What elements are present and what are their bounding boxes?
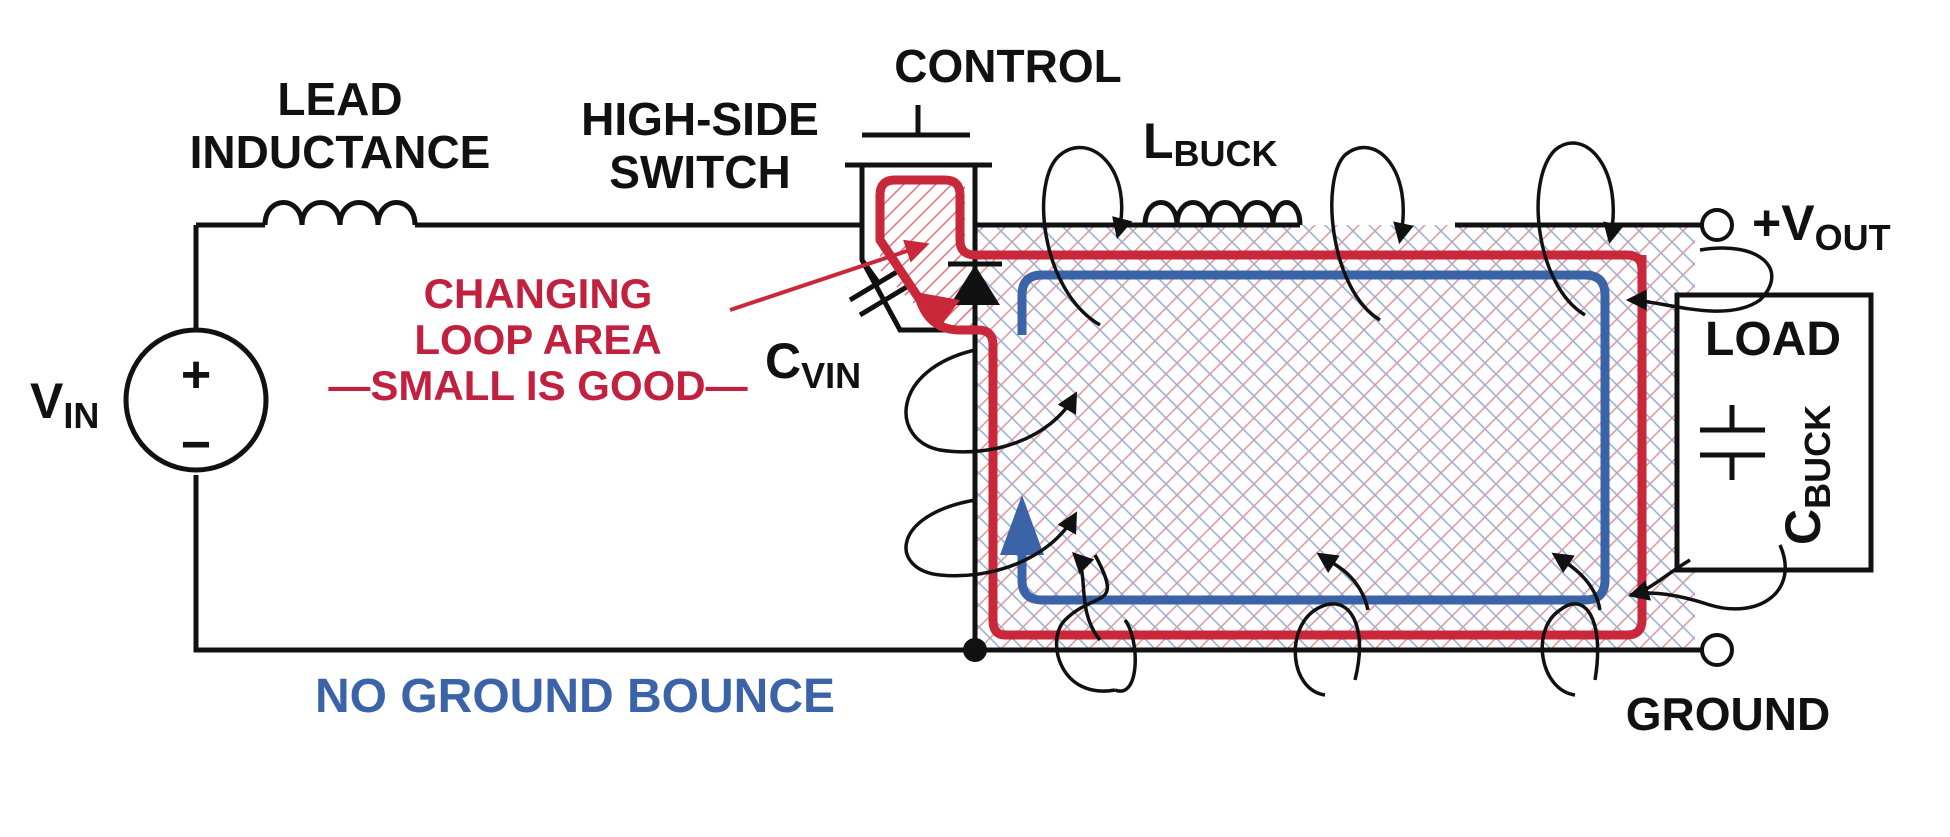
cbuck-label: CBUCK: [1775, 405, 1838, 545]
lead-inductance-label-2: INDUCTANCE: [190, 126, 491, 178]
vin-minus-sign: −: [181, 416, 211, 474]
changing-loop-label-3: —SMALL IS GOOD—: [328, 362, 747, 409]
load-label: LOAD: [1705, 313, 1841, 366]
red-current-loop: [875, 175, 1647, 640]
switch-drain-wire: [859, 165, 975, 333]
lead-inductor-coil: [262, 200, 418, 226]
cvin-label: CVIN: [765, 333, 861, 396]
vin-source-circle: [123, 327, 269, 473]
diode-symbol: [950, 265, 1000, 305]
vout-label: +VOUT: [1752, 195, 1891, 258]
red-loop-arrow: [915, 292, 960, 330]
vout-terminal: [1700, 208, 1734, 242]
lead-inductance-label-1: LEAD: [277, 73, 402, 125]
changing-loop-pointer: [729, 239, 930, 312]
vin-plus-sign: +: [181, 346, 211, 404]
changing-loop-label-2: LOOP AREA: [414, 316, 661, 363]
ground-terminal: [1700, 633, 1734, 667]
control-gate-line: [862, 105, 970, 138]
blue-current-loop: [1017, 270, 1610, 605]
ground-label: GROUND: [1626, 688, 1830, 740]
ground-node: [963, 638, 987, 662]
cbuck-capacitor: [1700, 405, 1765, 480]
lbuck-label: LBUCK: [1143, 113, 1278, 174]
high-side-switch-label-1: HIGH-SIDE: [581, 93, 819, 145]
vin-label: VIN: [30, 373, 99, 436]
control-label: CONTROL: [894, 40, 1121, 92]
flux-loops: [904, 141, 1787, 697]
loop-area-hatch: [975, 225, 1695, 650]
changing-loop-label-1: CHANGING: [424, 270, 653, 317]
lbuck-coil: [1142, 200, 1303, 226]
no-ground-bounce-label: NO GROUND BOUNCE: [315, 670, 835, 723]
high-side-switch-label-2: SWITCH: [609, 146, 790, 198]
blue-loop-arrow: [1000, 495, 1044, 555]
